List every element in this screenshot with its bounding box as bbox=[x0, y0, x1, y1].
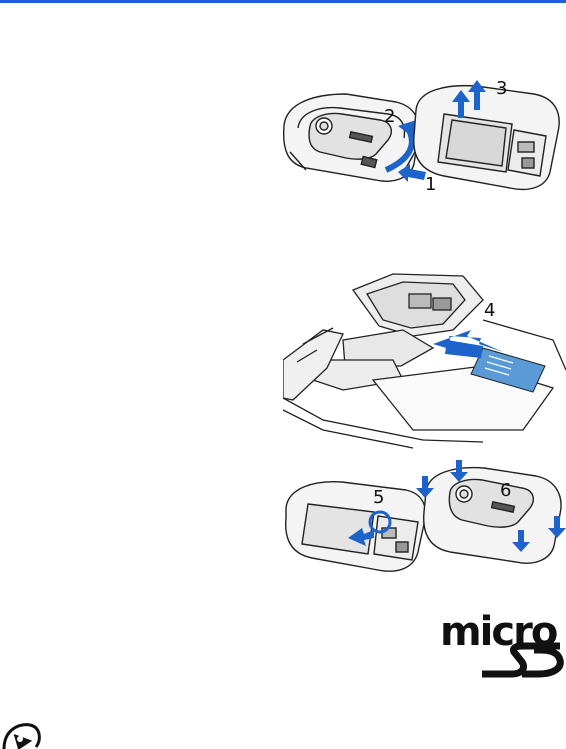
step-label-3: 3 bbox=[496, 80, 507, 98]
replace-cover-figure bbox=[278, 458, 566, 580]
microsd-logo-sd-mark: SD bbox=[478, 642, 564, 678]
step-label-5: 5 bbox=[373, 489, 384, 507]
step-label-2: 2 bbox=[384, 108, 395, 126]
microsd-logo: micro SD bbox=[438, 612, 564, 678]
top-rule bbox=[0, 0, 566, 3]
step-label-1: 1 bbox=[425, 176, 436, 194]
insert-sim-figure bbox=[283, 270, 566, 450]
step-label-4: 4 bbox=[484, 302, 495, 320]
step-label-6: 6 bbox=[500, 482, 511, 500]
phone-battery-illustration bbox=[286, 482, 426, 571]
microsd-logo-sd-text: SD bbox=[478, 642, 480, 643]
insert-arrow-body bbox=[445, 340, 483, 358]
remove-cover-figure bbox=[276, 80, 566, 200]
phone-cover-illustration bbox=[424, 468, 561, 564]
important-note-icon bbox=[0, 719, 44, 749]
phone-back-illustration bbox=[284, 94, 419, 181]
